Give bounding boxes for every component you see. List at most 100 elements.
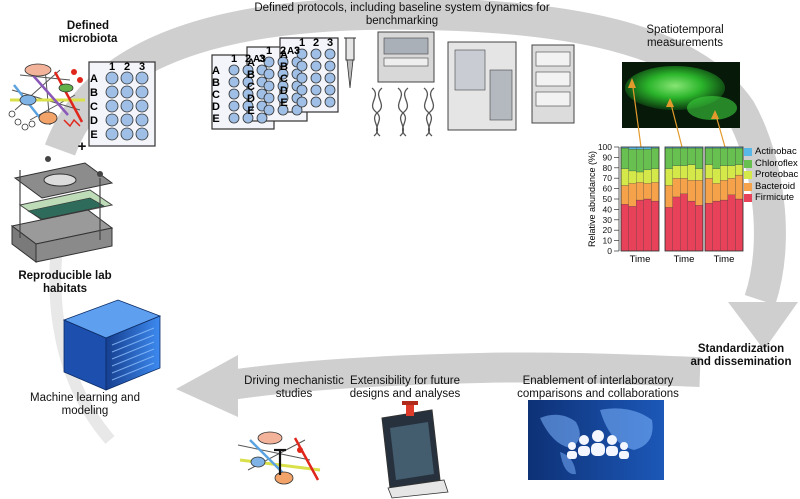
well	[263, 104, 275, 116]
x-group-label: Time	[674, 254, 695, 265]
dna-helix-icons	[371, 87, 435, 137]
plate-col-label: 2	[245, 53, 251, 65]
bar-group-frame	[620, 146, 660, 252]
well	[228, 88, 240, 100]
well	[263, 80, 275, 92]
y-tick-label: 10	[603, 236, 613, 246]
y-tick-label: 70	[603, 173, 613, 183]
cycle-left-band	[49, 237, 115, 444]
well	[263, 92, 275, 104]
plate-col-label: 1	[266, 45, 272, 57]
cycle-arrowhead-left	[176, 355, 238, 417]
well	[105, 127, 119, 141]
plate-col-label: 2	[313, 37, 319, 49]
well	[120, 85, 134, 99]
measurement-arrows	[628, 78, 726, 148]
bar-segment-proteobacteria	[735, 164, 744, 176]
well	[135, 113, 149, 127]
bar-segment-firmicutes	[636, 199, 644, 252]
legend-label: Proteobac	[755, 169, 799, 181]
well	[228, 76, 240, 88]
plate-row-label: A	[90, 73, 98, 85]
bar-segment-chloroflexi	[704, 147, 713, 165]
plate-col-label: 1	[231, 53, 237, 65]
well	[120, 113, 134, 127]
plate-col-label: 3	[259, 53, 265, 65]
well	[310, 84, 322, 96]
well	[296, 96, 308, 108]
bar-segment-bacteroidetes	[704, 178, 713, 204]
well	[105, 71, 119, 85]
culture-flask-icon	[381, 401, 449, 499]
legend-label: Actinobac	[755, 146, 797, 157]
bar-segment-proteobacteria	[672, 165, 681, 179]
world-map-people-icon	[528, 400, 664, 480]
bar-segment-chloroflexi	[643, 148, 652, 171]
well	[120, 99, 134, 113]
y-tick-label: 40	[603, 204, 613, 214]
well	[277, 104, 289, 116]
legend-swatch	[744, 171, 752, 180]
bar-segment-chloroflexi	[712, 147, 721, 169]
bar-segment-firmicutes	[695, 205, 704, 252]
bar-segment-proteobacteria	[695, 168, 704, 181]
bar-segment-firmicutes	[720, 199, 728, 252]
plate-row-label: E	[247, 105, 254, 117]
bar-segment-firmicutes	[680, 193, 688, 252]
spatiotemporal-label: Spatiotemporal measurements	[646, 24, 724, 49]
well	[242, 112, 254, 124]
legend-label: Bacteroid	[755, 180, 796, 192]
well	[105, 99, 119, 113]
cycle-lower-band	[227, 352, 701, 400]
plate-row-label: C	[212, 89, 220, 101]
bar-segment-proteobacteria	[620, 168, 629, 186]
well	[135, 99, 149, 113]
bar-segment-proteobacteria	[680, 165, 688, 179]
well	[242, 100, 254, 112]
y-tick-label: 100	[598, 142, 612, 152]
plate-stack-label: A3	[287, 46, 300, 57]
bar-segment-proteobacteria	[651, 168, 660, 183]
bar-segment-bacteroidetes	[620, 185, 629, 205]
fluorescence-image	[622, 62, 740, 128]
lab-habitat-device-icon	[10, 156, 114, 263]
plate-row-label: B	[90, 87, 98, 99]
bar-segment-firmicutes	[712, 200, 721, 252]
bar-segment-firmicutes	[727, 194, 736, 252]
bar-segment-bacteroidetes	[712, 183, 721, 202]
bar-segment-chloroflexi	[636, 148, 644, 173]
well	[263, 68, 275, 80]
bar-segment-bacteroidetes	[651, 182, 660, 202]
plate-row-label: A	[247, 57, 255, 69]
lc-stack-instrument-icon	[531, 44, 575, 124]
bar-segment-firmicutes	[664, 207, 673, 252]
legend-swatch	[744, 148, 752, 156]
bar-segment-chloroflexi	[651, 147, 660, 169]
plate-row-label: D	[280, 85, 288, 97]
reproducible-habitats-label: Reproducible lab habitats	[18, 270, 112, 295]
driving-mechanistic-label: Driving mechanistic studies	[244, 375, 344, 400]
well	[310, 72, 322, 84]
y-tick-label: 90	[603, 152, 613, 162]
bar-segment-firmicutes	[687, 200, 696, 252]
well	[310, 96, 322, 108]
plate-row-label: B	[280, 61, 288, 73]
legend-swatch	[744, 182, 752, 191]
bar-segment-chloroflexi	[680, 147, 688, 166]
well	[135, 127, 149, 141]
bar-segment-proteobacteria	[704, 164, 713, 179]
sequencer-instrument-icon	[377, 31, 435, 83]
plate-row-label: A	[280, 49, 288, 61]
well	[105, 85, 119, 99]
bar-segment-bacteroidetes	[636, 182, 644, 201]
well	[310, 48, 322, 60]
plus-sign: +	[77, 138, 87, 155]
y-tick-label: 30	[603, 215, 613, 225]
plate-stack-label: A3	[253, 54, 266, 65]
y-tick-label: 80	[603, 163, 613, 173]
bar-segment-bacteroidetes	[727, 178, 736, 195]
legend-swatch	[744, 194, 752, 203]
